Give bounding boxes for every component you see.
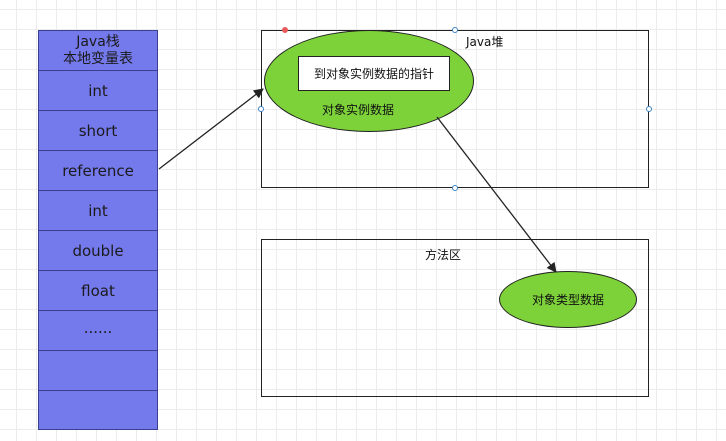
- java-stack-title: Java栈 本地变量表: [39, 31, 157, 71]
- reference-to-instance-arrow[interactable]: [158, 88, 264, 170]
- pointer-to-instance-data-box[interactable]: 到对象实例数据的指针: [298, 56, 450, 91]
- object-type-data-label: 对象类型数据: [531, 293, 604, 307]
- stack-slot-short[interactable]: short: [39, 111, 157, 151]
- java-heap-label: Java堆: [466, 35, 504, 49]
- selection-handle-right[interactable]: [646, 106, 652, 112]
- instance-to-type-arrow[interactable]: [436, 116, 557, 273]
- java-stack-title-line1: Java栈: [76, 33, 120, 50]
- java-stack-local-variable-table[interactable]: Java栈 本地变量表 int short reference int doub…: [38, 30, 158, 430]
- method-area-label: 方法区: [425, 248, 462, 262]
- selection-handle-top[interactable]: [452, 27, 458, 33]
- stack-slot-empty-1[interactable]: [39, 351, 157, 391]
- stack-slot-reference[interactable]: reference: [39, 151, 157, 191]
- stack-slot-int-2[interactable]: int: [39, 191, 157, 231]
- stack-slot-double[interactable]: double: [39, 231, 157, 271]
- method-area-box[interactable]: [261, 239, 649, 397]
- selection-handle-left[interactable]: [258, 106, 264, 112]
- object-instance-data-label: 对象实例数据: [322, 103, 395, 117]
- object-type-data-ellipse[interactable]: 对象类型数据: [499, 271, 637, 328]
- selection-handle-top-left[interactable]: [282, 27, 288, 33]
- java-stack-title-line2: 本地变量表: [63, 50, 133, 67]
- stack-slot-int[interactable]: int: [39, 71, 157, 111]
- stack-slot-float[interactable]: float: [39, 271, 157, 311]
- selection-handle-bottom[interactable]: [452, 185, 458, 191]
- stack-slot-ellipsis[interactable]: ......: [39, 311, 157, 351]
